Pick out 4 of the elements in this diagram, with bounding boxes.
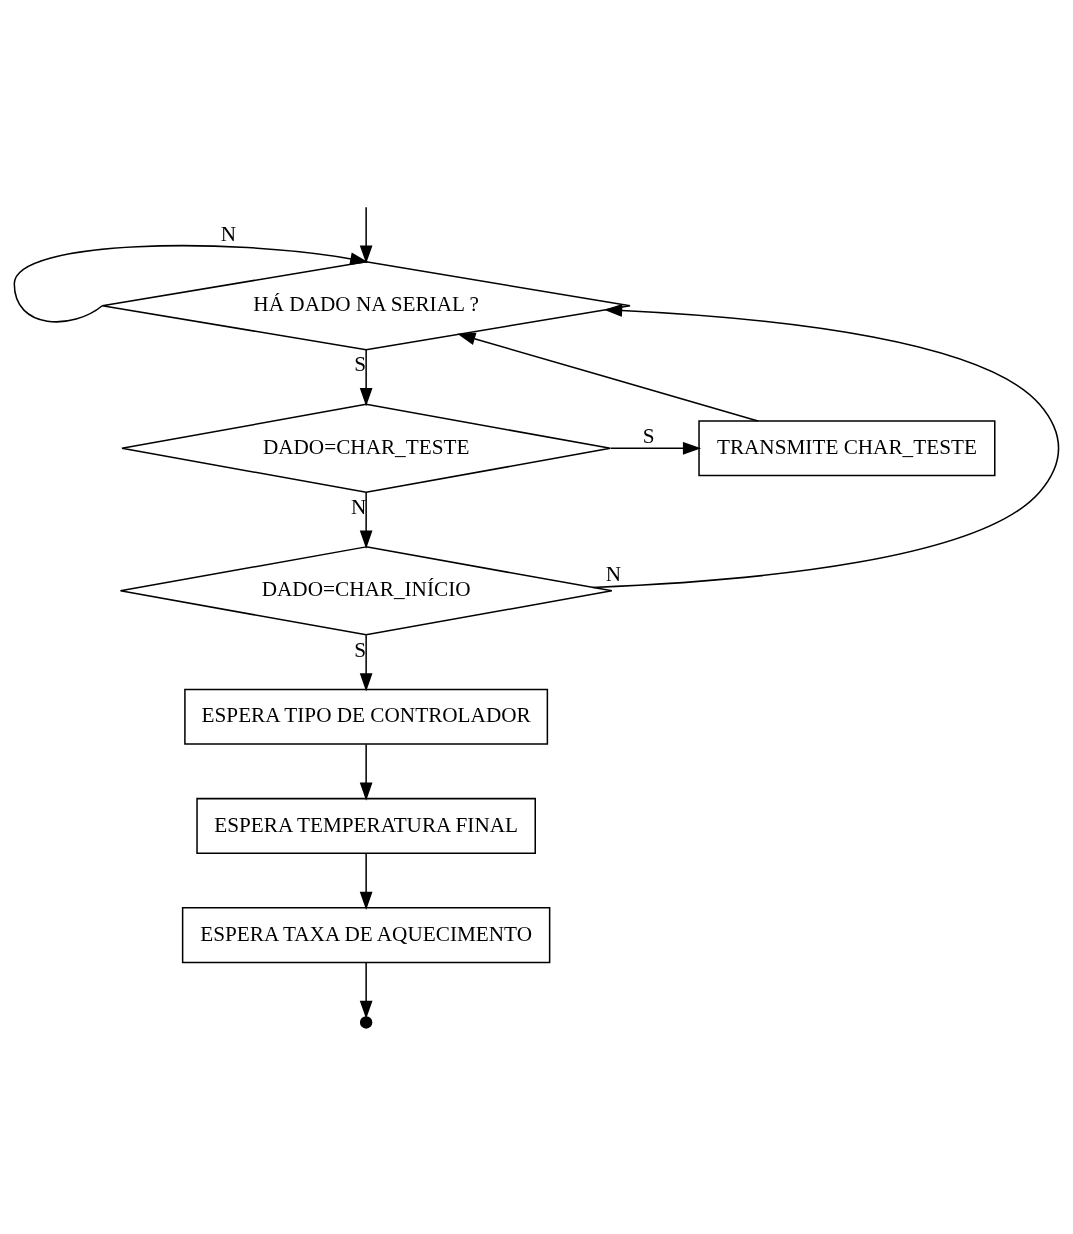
edge-label: N xyxy=(220,222,237,247)
edge-label: S xyxy=(354,352,366,377)
edge-label: S xyxy=(642,423,655,448)
edge-label: S xyxy=(354,637,366,662)
